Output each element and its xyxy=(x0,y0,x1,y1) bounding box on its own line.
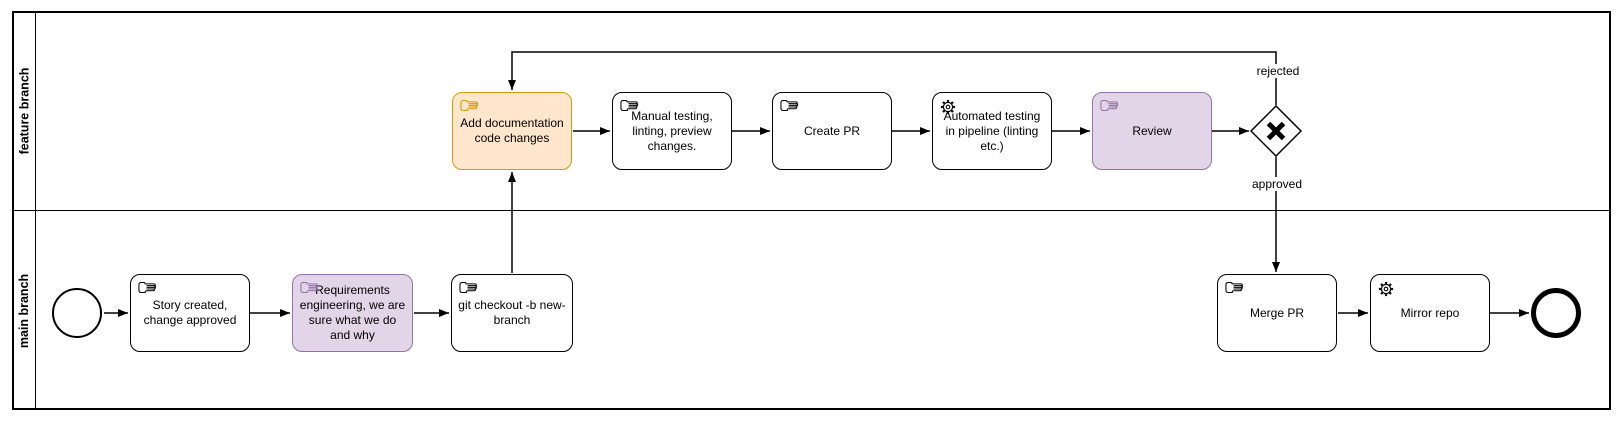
manual-task-hand-icon xyxy=(138,281,157,294)
manual-task-hand-icon xyxy=(620,99,639,112)
exclusive-gateway-x-icon xyxy=(1266,121,1286,141)
task-label: Story created, change approved xyxy=(143,298,237,327)
start-event xyxy=(52,288,102,338)
task-label: Mirror repo xyxy=(1400,305,1460,320)
manual-task-hand-icon xyxy=(1225,281,1244,294)
task-create-pr: Create PR xyxy=(772,92,892,170)
lane-divider xyxy=(12,210,1611,211)
manual-task-hand-icon xyxy=(460,99,479,112)
task-requirements-engineering: Requirements engineering, we are sure wh… xyxy=(292,274,413,352)
lane-label-band-divider xyxy=(35,11,36,410)
task-label: Add documentation code changes xyxy=(460,116,564,145)
task-story-created: Story created, change approved xyxy=(130,274,250,352)
end-event xyxy=(1531,288,1581,338)
task-label: Requirements engineering, we are sure wh… xyxy=(299,283,406,342)
manual-task-hand-icon xyxy=(300,281,319,294)
task-automated-testing-pipeline: Automated testing in pipeline (linting e… xyxy=(932,92,1052,170)
task-label: Merge PR xyxy=(1249,305,1305,320)
task-label: Review xyxy=(1132,123,1172,138)
manual-task-hand-icon xyxy=(459,281,478,294)
task-label: Manual testing, linting, preview changes… xyxy=(631,108,713,153)
task-git-checkout-new-branch: git checkout -b new-branch xyxy=(451,274,573,352)
task-mirror-repo: Mirror repo xyxy=(1370,274,1490,352)
exclusive-gateway xyxy=(1250,105,1302,157)
task-merge-pr: Merge PR xyxy=(1217,274,1337,352)
task-label: git checkout -b new-branch xyxy=(458,298,566,327)
manual-task-hand-icon xyxy=(780,99,799,112)
task-manual-testing-linting-preview: Manual testing, linting, preview changes… xyxy=(612,92,732,170)
flow-label-approved: approved xyxy=(1249,177,1305,191)
manual-task-hand-icon xyxy=(1100,99,1119,112)
service-task-gear-icon xyxy=(1378,281,1394,297)
flow-label-rejected: rejected xyxy=(1254,64,1302,78)
service-task-gear-icon xyxy=(940,99,956,115)
task-label: Create PR xyxy=(803,123,861,138)
task-review: Review xyxy=(1092,92,1212,170)
task-label: Automated testing in pipeline (linting e… xyxy=(943,108,1041,153)
task-add-documentation-code-changes: Add documentation code changes xyxy=(452,92,572,170)
